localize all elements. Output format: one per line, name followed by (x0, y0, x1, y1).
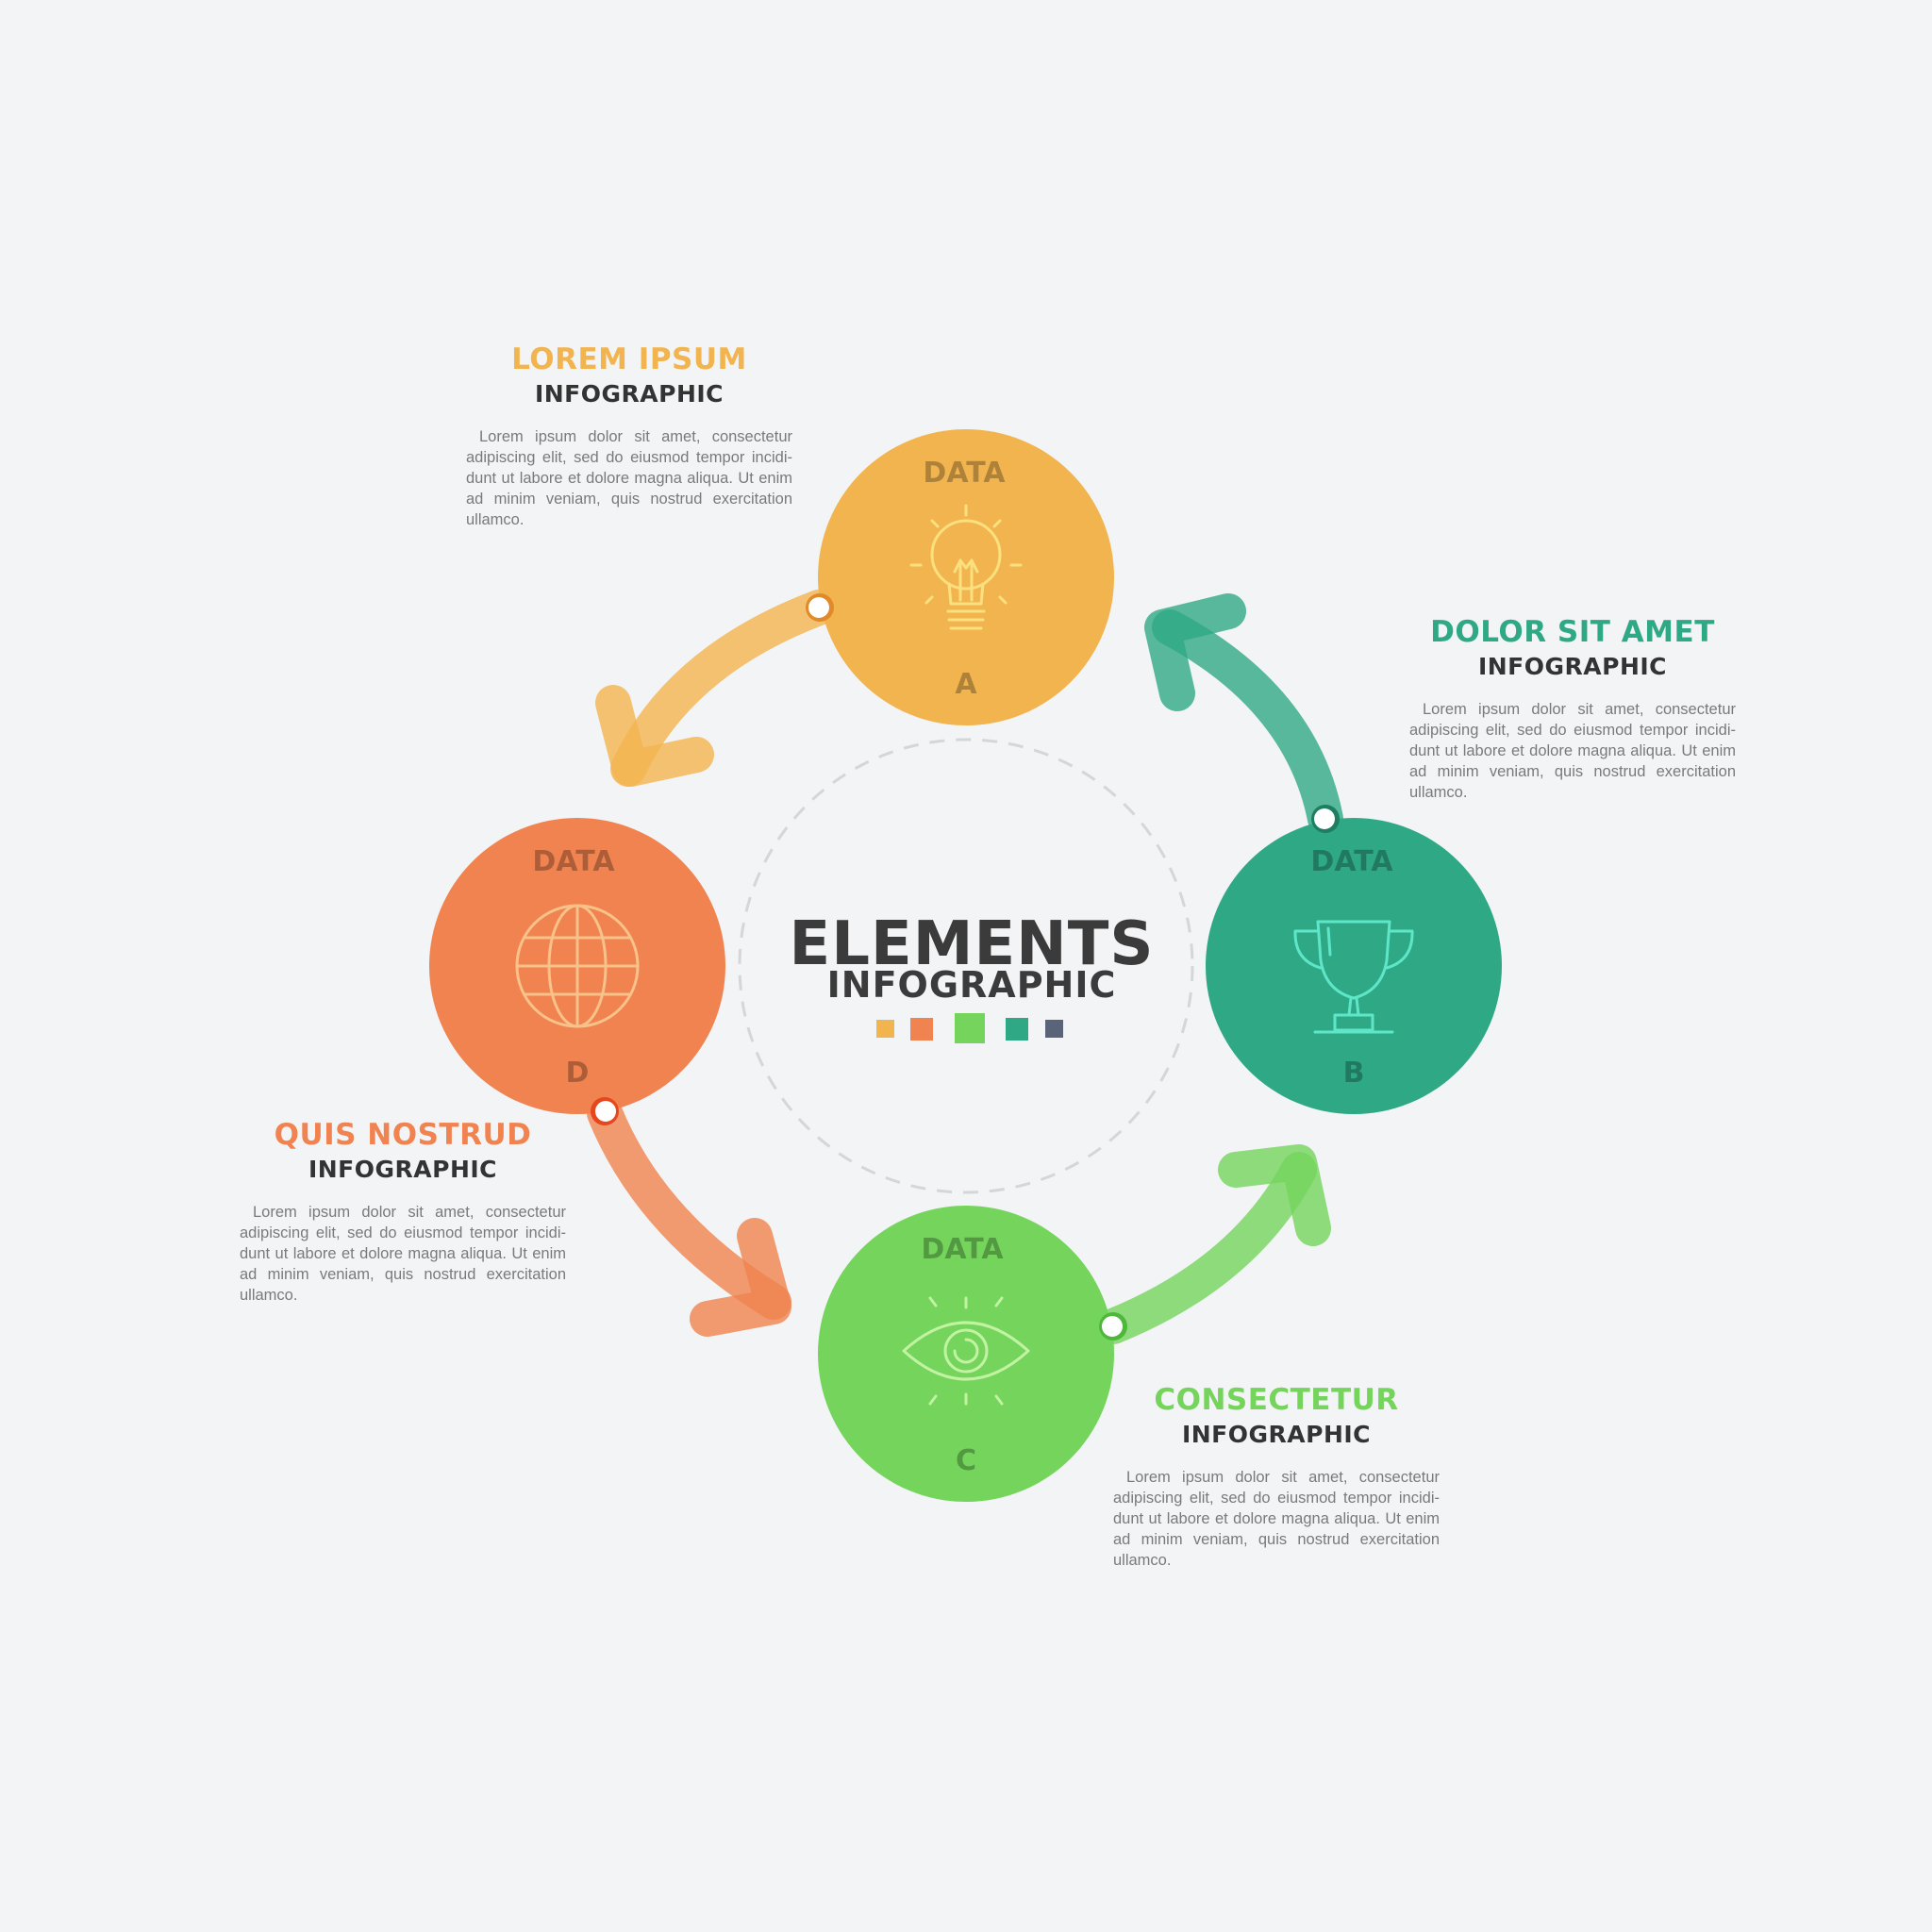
node-a: DATA A (818, 429, 1114, 725)
node-a-circle (818, 429, 1114, 725)
center-dashed-ring (738, 738, 1194, 1194)
node-d-letter: D (566, 1057, 590, 1090)
palette-swatch-teal (1006, 1018, 1028, 1041)
text-block-c: CONSECTETUR INFOGRAPHIC Lorem ipsum dolo… (1113, 1383, 1440, 1571)
block-d-subtitle: INFOGRAPHIC (308, 1156, 498, 1183)
node-b-circle (1206, 818, 1502, 1114)
block-c-body: Lorem ipsum dolor sit amet, consectetur … (1113, 1469, 1440, 1569)
center-title: ELEMENTS (790, 909, 1155, 979)
palette-swatch-orange (876, 1020, 894, 1038)
connector-dot-d (591, 1097, 619, 1125)
node-a-label: DATA (923, 457, 1006, 490)
palette-swatch-slate (1045, 1020, 1063, 1038)
node-c-letter: C (956, 1444, 976, 1477)
connector-dot-b (1311, 805, 1340, 833)
block-a-subtitle: INFOGRAPHIC (534, 380, 724, 408)
node-a-letter: A (955, 668, 977, 701)
connector-dot-c (1099, 1312, 1127, 1341)
node-c-label: DATA (921, 1233, 1004, 1266)
node-d: DATA D (429, 818, 725, 1114)
node-b-label: DATA (1310, 845, 1393, 878)
node-b-letter: B (1343, 1057, 1365, 1090)
block-b-title: DOLOR SIT AMET (1430, 615, 1715, 649)
block-d-body: Lorem ipsum dolor sit amet, consectetur … (240, 1204, 566, 1304)
center-subtitle: INFOGRAPHIC (827, 964, 1117, 1006)
text-block-b: DOLOR SIT AMET INFOGRAPHIC Lorem ipsum d… (1409, 615, 1736, 803)
lightbulb-icon (909, 504, 1023, 630)
text-block-a: LOREM IPSUM INFOGRAPHIC Lorem ipsum dolo… (466, 342, 792, 530)
arrow-a-to-d (595, 590, 837, 787)
block-c-subtitle: INFOGRAPHIC (1181, 1421, 1372, 1448)
node-c: DATA C (818, 1206, 1114, 1502)
globe-icon (515, 904, 640, 1028)
arrow-c-to-b (1095, 1144, 1331, 1344)
block-b-subtitle: INFOGRAPHIC (1477, 653, 1668, 680)
arrow-b-to-a (1144, 593, 1343, 837)
arrow-d-to-c (587, 1095, 791, 1337)
node-c-circle (818, 1206, 1114, 1502)
block-c-title: CONSECTETUR (1154, 1383, 1399, 1417)
block-a-body: Lorem ipsum dolor sit amet, consectetur … (466, 428, 792, 528)
palette-swatch-coral (910, 1018, 933, 1041)
block-d-title: QUIS NOSTRUD (274, 1118, 532, 1152)
block-b-body: Lorem ipsum dolor sit amet, consectetur … (1409, 701, 1736, 801)
palette-swatch-green (955, 1013, 985, 1043)
connector-dot-a (806, 593, 834, 622)
node-b: DATA B (1206, 818, 1502, 1114)
node-d-label: DATA (532, 845, 615, 878)
eye-icon (902, 1296, 1030, 1406)
text-block-d: QUIS NOSTRUD INFOGRAPHIC Lorem ipsum dol… (240, 1118, 566, 1306)
block-a-title: LOREM IPSUM (511, 342, 747, 376)
trophy-icon (1293, 920, 1414, 1034)
